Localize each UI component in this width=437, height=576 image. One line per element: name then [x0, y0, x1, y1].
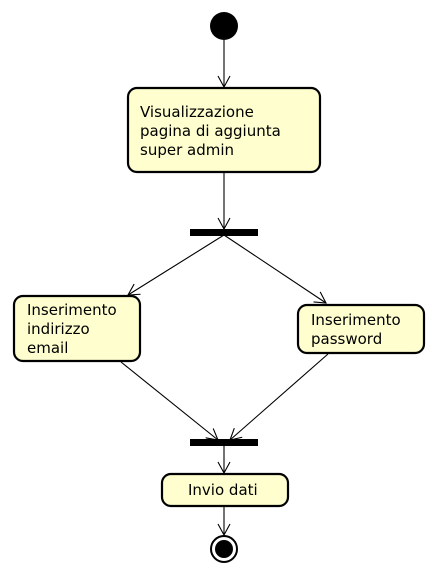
- final-node: [210, 535, 238, 563]
- join-bar: [190, 439, 258, 446]
- activity-visualizzazione: Visualizzazione pagina di aggiunta super…: [126, 86, 322, 174]
- activity-label-line: Visualizzazione: [140, 103, 254, 121]
- activity-label-line: indirizzo: [27, 320, 90, 338]
- edge-fork-to-email: [127, 234, 225, 296]
- activity-label-line: Inserimento: [27, 301, 117, 319]
- activity-invio-dati: Invio dati: [160, 472, 290, 508]
- edge-email-to-join: [120, 361, 219, 441]
- activity-label-line: Inserimento: [311, 311, 401, 329]
- activity-label-line: super admin: [140, 141, 234, 159]
- activity-label-line: password: [311, 330, 382, 348]
- activity-inserimento-password: Inserimento password: [296, 303, 426, 355]
- edge-fork-to-password: [223, 234, 327, 304]
- activity-label-line: pagina di aggiunta: [140, 122, 281, 140]
- edge-password-to-join: [229, 353, 329, 441]
- activity-label-line: email: [27, 339, 68, 357]
- activity-inserimento-email: Inserimento indirizzo email: [12, 294, 142, 363]
- fork-bar: [190, 229, 258, 236]
- activity-label-line: Invio dati: [188, 481, 258, 499]
- initial-node: [210, 12, 238, 40]
